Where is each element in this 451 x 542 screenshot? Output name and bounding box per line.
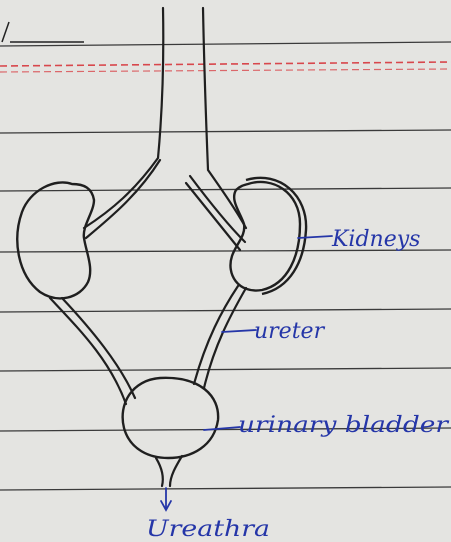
label-kidneys: Kidneys — [331, 227, 420, 252]
label-urinary-bladder: urinary bladder — [238, 413, 450, 438]
label-urethra: Ureathra — [146, 517, 270, 542]
label-ureter: ureter — [254, 319, 326, 344]
